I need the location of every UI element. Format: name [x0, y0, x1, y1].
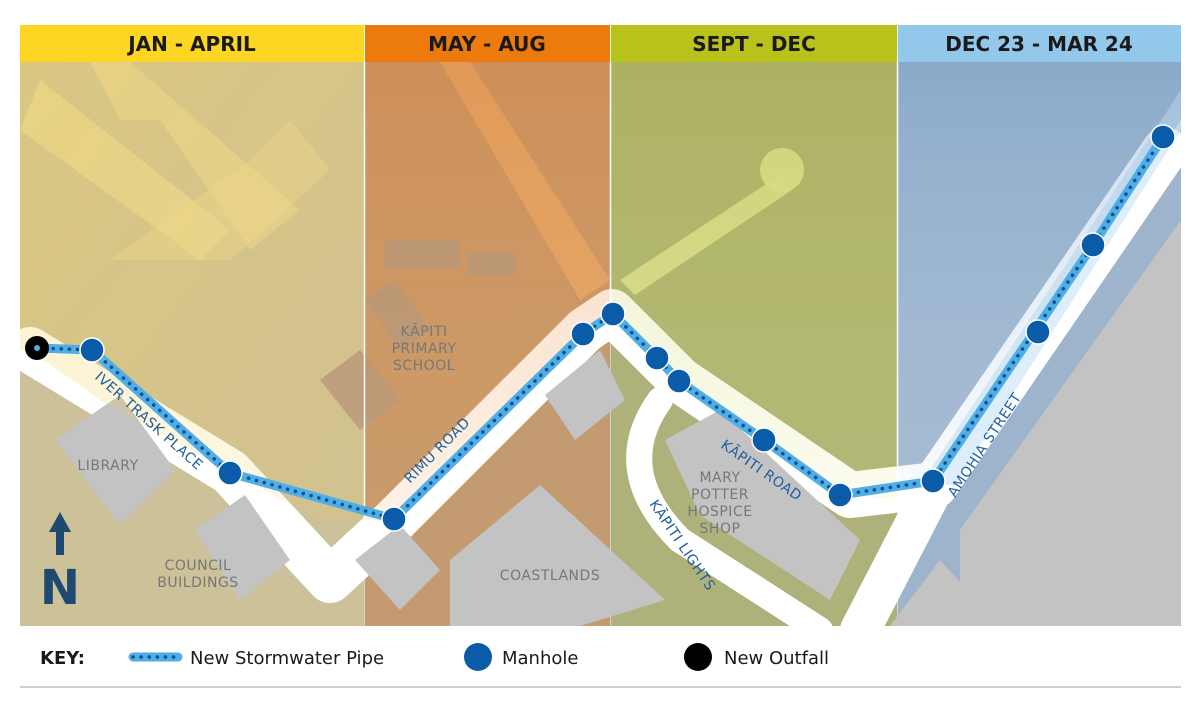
manhole[interactable]	[381, 506, 407, 532]
manhole[interactable]	[644, 345, 670, 371]
label-council-2: BUILDINGS	[157, 575, 238, 591]
manhole[interactable]	[666, 368, 692, 394]
key-outfall-label: New Outfall	[724, 648, 829, 669]
buildings	[55, 220, 1181, 626]
key-title: KEY:	[40, 648, 85, 669]
phase-header-may	[365, 25, 610, 62]
label-mary-1: MARY	[699, 470, 740, 486]
label-school-2: PRIMARY	[392, 341, 457, 357]
manhole[interactable]	[79, 337, 105, 363]
outfall-marker[interactable]	[25, 336, 49, 360]
manhole[interactable]	[570, 321, 596, 347]
label-school-3: SCHOOL	[393, 358, 455, 374]
phase-label-may: MAY - AUG	[428, 32, 546, 56]
map-body: LIBRARY COUNCIL BUILDINGS KĀPITI PRIMARY…	[20, 62, 1181, 626]
north-arrow-icon: N	[40, 512, 80, 616]
label-mary-4: SHOP	[700, 521, 741, 537]
manhole[interactable]	[920, 468, 946, 494]
manhole[interactable]	[827, 482, 853, 508]
manhole[interactable]	[1025, 319, 1051, 345]
manhole[interactable]	[217, 460, 243, 486]
phase-label-jan: JAN - APRIL	[126, 32, 256, 56]
key-outfall-swatch	[684, 643, 712, 671]
manhole[interactable]	[1150, 124, 1176, 150]
label-library: LIBRARY	[77, 458, 138, 474]
manhole[interactable]	[600, 301, 626, 327]
phase-header-dec	[898, 25, 1181, 62]
label-mary-2: POTTER	[691, 487, 749, 503]
phase-header-jan	[20, 25, 364, 62]
map-key: KEY: New Stormwater Pipe Manhole New Out…	[20, 643, 1181, 688]
label-mary-3: HOSPICE	[687, 504, 752, 520]
place-labels: LIBRARY COUNCIL BUILDINGS KĀPITI PRIMARY…	[77, 323, 752, 591]
label-school-1: KĀPITI	[400, 323, 447, 340]
phase-headers: JAN - APRIL MAY - AUG SEPT - DEC DEC 23 …	[20, 25, 1181, 62]
manholes	[79, 124, 1176, 532]
key-pipe-label: New Stormwater Pipe	[190, 648, 384, 669]
north-letter: N	[40, 560, 80, 616]
school-buildings	[320, 240, 516, 430]
key-manhole-swatch	[464, 643, 492, 671]
phase-dividers	[363, 62, 899, 520]
phase-header-sept	[611, 25, 897, 62]
key-manhole-label: Manhole	[502, 648, 578, 669]
phase-tints	[20, 62, 1181, 520]
label-council-1: COUNCIL	[165, 558, 232, 574]
phase-label-dec: DEC 23 - MAR 24	[945, 32, 1133, 56]
phase-label-sept: SEPT - DEC	[692, 32, 816, 56]
label-coastlands: COASTLANDS	[500, 568, 600, 584]
manhole[interactable]	[751, 427, 777, 453]
manhole[interactable]	[1080, 232, 1106, 258]
